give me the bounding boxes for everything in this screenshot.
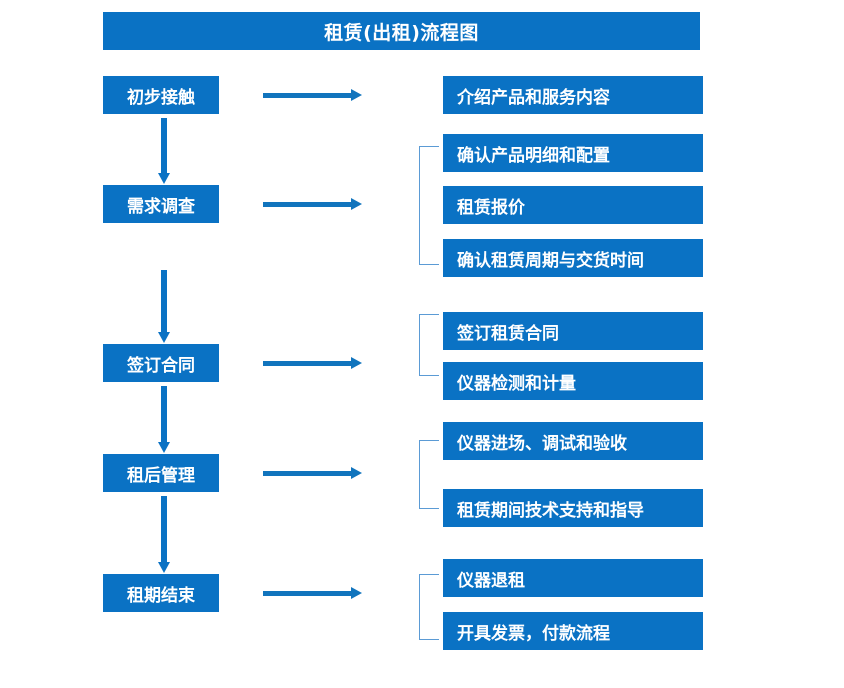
detail-box-4-2[interactable]: 租赁期间技术支持和指导 — [443, 489, 703, 527]
arrow-shaft — [263, 202, 352, 207]
arrow-head — [158, 562, 170, 573]
arrow-shaft — [161, 118, 167, 174]
down-arrow-4-to-5 — [158, 496, 170, 573]
right-arrow-stage-1 — [263, 89, 362, 101]
stage-box-2[interactable]: 需求调查 — [103, 185, 219, 223]
group-bracket-stage-5 — [419, 574, 439, 640]
arrow-shaft — [263, 471, 352, 476]
right-arrow-stage-5 — [263, 587, 362, 599]
group-bracket-stage-2 — [419, 146, 439, 265]
detail-box-5-1[interactable]: 仪器退租 — [443, 559, 703, 597]
group-bracket-stage-3 — [419, 314, 439, 376]
detail-box-3-1[interactable]: 签订租赁合同 — [443, 312, 703, 350]
stage-box-1[interactable]: 初步接触 — [103, 76, 219, 114]
down-arrow-1-to-2 — [158, 118, 170, 184]
group-bracket-stage-4 — [419, 440, 439, 509]
arrow-head — [158, 173, 170, 184]
arrow-shaft — [263, 361, 352, 366]
arrow-head — [351, 198, 362, 210]
down-arrow-2-to-3 — [158, 270, 170, 343]
arrow-head — [158, 442, 170, 453]
right-arrow-stage-3 — [263, 357, 362, 369]
stage-box-3[interactable]: 签订合同 — [103, 344, 219, 382]
page-title: 租赁(出租)流程图 — [103, 12, 700, 50]
arrow-head — [351, 357, 362, 369]
arrow-shaft — [263, 93, 352, 98]
arrow-head — [351, 587, 362, 599]
arrow-head — [351, 89, 362, 101]
stage-box-5[interactable]: 租期结束 — [103, 574, 219, 612]
arrow-shaft — [161, 270, 167, 333]
detail-box-2-3[interactable]: 确认租赁周期与交货时间 — [443, 239, 703, 277]
detail-box-4-1[interactable]: 仪器进场、调试和验收 — [443, 422, 703, 460]
arrow-shaft — [161, 496, 167, 563]
detail-box-1-1[interactable]: 介绍产品和服务内容 — [443, 76, 703, 114]
detail-box-2-2[interactable]: 租赁报价 — [443, 186, 703, 224]
arrow-head — [351, 467, 362, 479]
right-arrow-stage-4 — [263, 467, 362, 479]
detail-box-5-2[interactable]: 开具发票，付款流程 — [443, 612, 703, 650]
stage-box-4[interactable]: 租后管理 — [103, 454, 219, 492]
arrow-head — [158, 332, 170, 343]
right-arrow-stage-2 — [263, 198, 362, 210]
arrow-shaft — [161, 386, 167, 443]
down-arrow-3-to-4 — [158, 386, 170, 453]
detail-box-2-1[interactable]: 确认产品明细和配置 — [443, 134, 703, 172]
arrow-shaft — [263, 591, 352, 596]
detail-box-3-2[interactable]: 仪器检测和计量 — [443, 362, 703, 400]
